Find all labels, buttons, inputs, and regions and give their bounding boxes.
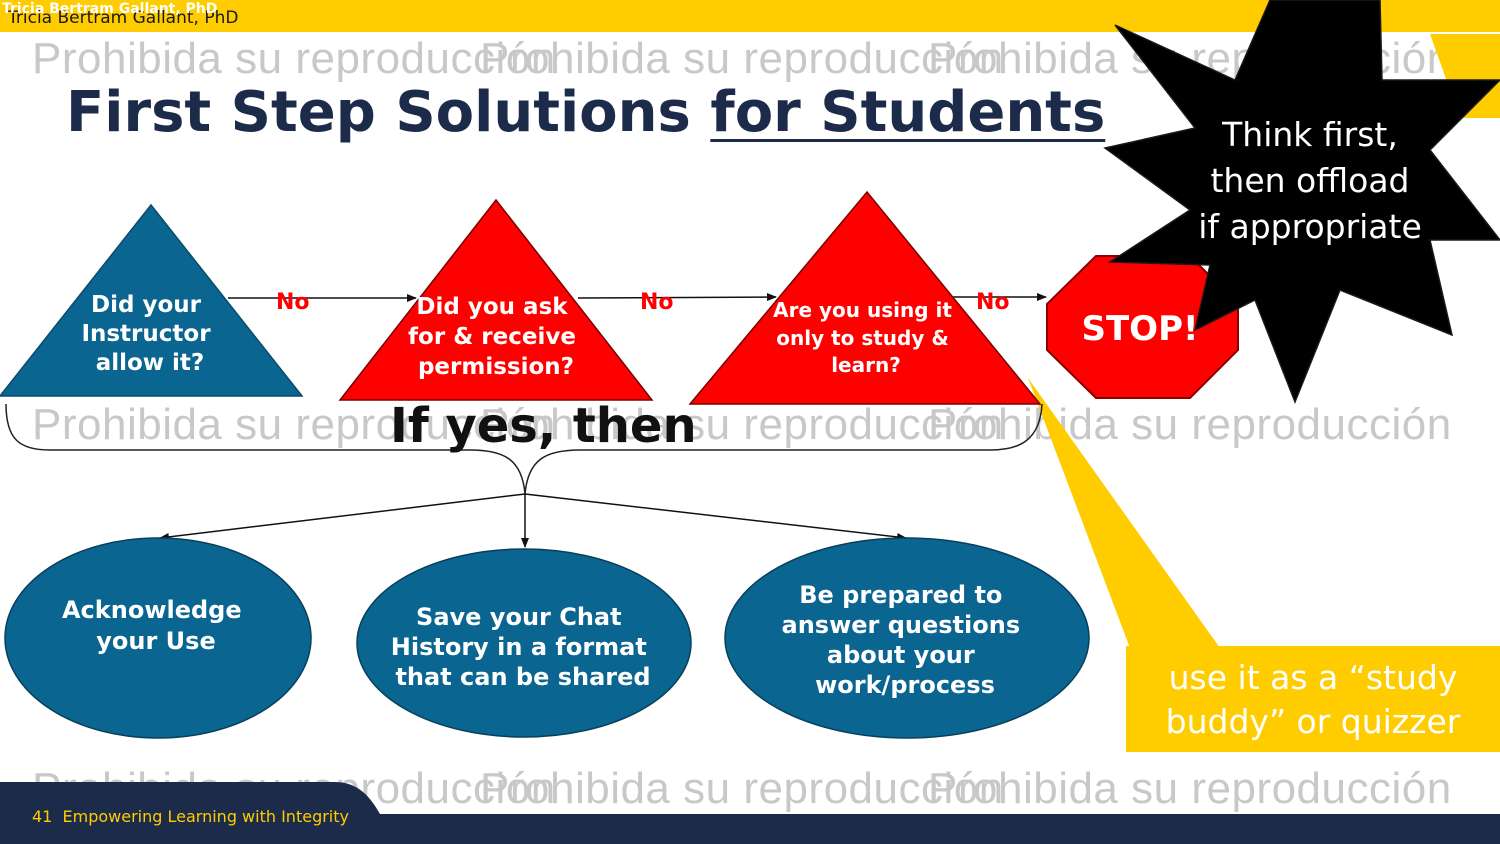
- stop-label: STOP!: [1081, 309, 1198, 349]
- top-yellow-bar: [0, 0, 1500, 32]
- burst-text: Think first, then offload if appropriate: [1190, 112, 1430, 250]
- no-label-3: No: [976, 290, 1010, 315]
- question-triangle-1: [0, 203, 304, 397]
- no-label-1: No: [276, 290, 310, 315]
- question-1-text: Did your Instructor allow it?: [81, 292, 218, 376]
- watermark: Prohibida su reproducción: [32, 400, 556, 449]
- title-part-2: for Students: [710, 80, 1106, 145]
- burst-line: then offload: [1210, 161, 1410, 200]
- watermark: Prohibida su reproducción: [480, 400, 1004, 449]
- arrow-q2-q3: [577, 293, 777, 302]
- footer-tagline: Empowering Learning with Integrity: [62, 807, 349, 826]
- outcome-1-text: Acknowledge your Use: [62, 596, 250, 655]
- outcome-ellipse-2: [356, 548, 692, 738]
- burst-line: Think first,: [1222, 115, 1398, 154]
- page-number: 41: [32, 807, 53, 826]
- question-triangle-2: [338, 198, 654, 401]
- think-first-burst: [1103, 0, 1500, 405]
- callout-line: use it as a “study: [1168, 658, 1458, 697]
- if-yes-label: If yes, then: [390, 398, 697, 454]
- author-name: Tricia Bertram Gallant, PhD: [8, 8, 239, 28]
- arrow-to-outcome-1: [159, 493, 526, 541]
- page-title: First Step Solutions for Students: [66, 80, 1105, 145]
- outcome-3-text: Be prepared to answer questions about yo…: [782, 581, 1029, 699]
- outcome-2-text: Save your Chat History in a format that …: [391, 603, 655, 691]
- watermark: Prohibida su reproducción: [480, 34, 1004, 83]
- study-buddy-callout: [1126, 646, 1500, 752]
- burst-line: if appropriate: [1198, 207, 1422, 246]
- question-3-text: Are you using it only to study & learn?: [773, 298, 959, 377]
- stop-sign: [1046, 255, 1239, 399]
- question-2-text: Did you ask for & receive permission?: [408, 294, 584, 380]
- outcome-ellipse-3: [724, 537, 1090, 739]
- callout-pointer: [1028, 378, 1220, 648]
- author-name-overlay: Tricia Bertram Gallant, PhD: [2, 1, 218, 17]
- watermark: Prohibida su reproducción: [32, 34, 556, 83]
- outcome-ellipse-1: [4, 537, 312, 739]
- footer-bar: [0, 782, 1500, 844]
- no-label-2: No: [640, 290, 674, 315]
- callout-line: buddy” or quizzer: [1165, 702, 1461, 741]
- watermark: Prohibida su reproducción: [928, 764, 1452, 813]
- question-triangle-3: [688, 190, 1042, 405]
- footer-text: 41 Empowering Learning with Integrity: [32, 807, 349, 826]
- arrow-to-outcome-3: [524, 493, 907, 541]
- watermark: Prohibida su reproducción: [928, 400, 1452, 449]
- callout-text: use it as a “study buddy” or quizzer: [1126, 656, 1500, 744]
- title-part-1: First Step Solutions: [66, 80, 711, 145]
- watermark: Prohibida su reproducción: [480, 764, 1004, 813]
